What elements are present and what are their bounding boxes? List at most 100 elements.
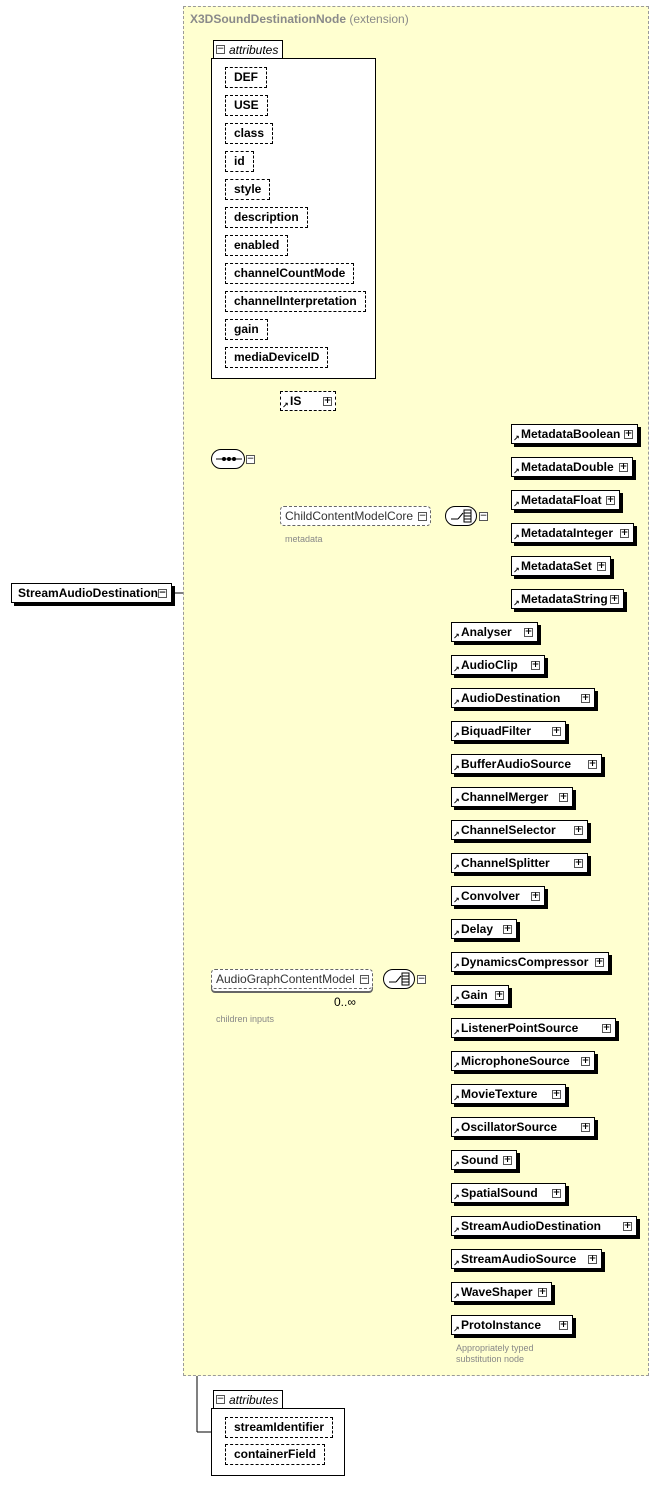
- audio-graph-cardinality: 0..∞: [334, 995, 356, 1009]
- reference-arrow-icon: ↗: [453, 1028, 460, 1037]
- expand-plus-icon[interactable]: +: [559, 791, 568, 802]
- attribute-def[interactable]: DEF: [225, 67, 267, 88]
- element-channel-splitter[interactable]: ↗ChannelSplitter+: [451, 853, 588, 873]
- element-channel-merger[interactable]: ↗ChannelMerger+: [451, 787, 573, 807]
- element-metadata-float[interactable]: ↗MetadataFloat+: [511, 490, 620, 510]
- attribute-description[interactable]: description: [225, 207, 308, 228]
- element-metadata-set[interactable]: ↗MetadataSet+: [511, 556, 611, 576]
- expand-plus-icon[interactable]: +: [574, 824, 583, 835]
- attribute-style[interactable]: style: [225, 179, 271, 200]
- expand-plus-icon[interactable]: +: [623, 1220, 632, 1231]
- choice-switch-icon: [389, 972, 410, 986]
- choice-compositor-icon[interactable]: [383, 969, 415, 989]
- element-audio-clip[interactable]: ↗AudioClip+: [451, 655, 545, 675]
- reference-arrow-icon: ↗: [453, 1160, 460, 1169]
- is-element[interactable]: IS + ↗: [280, 391, 336, 411]
- expand-plus-icon[interactable]: +: [619, 461, 628, 472]
- expand-plus-icon[interactable]: +: [503, 1154, 512, 1165]
- child-core-note: metadata: [285, 534, 323, 544]
- element-stream-audio-source[interactable]: ↗StreamAudioSource+: [451, 1249, 602, 1269]
- element-channel-selector[interactable]: ↗ChannelSelector+: [451, 820, 588, 840]
- element-label: MetadataSet: [521, 559, 592, 573]
- root-element-stream-audio-destination[interactable]: StreamAudioDestination −: [11, 583, 172, 603]
- element-spatial-sound[interactable]: ↗SpatialSound+: [451, 1183, 566, 1203]
- element-wave-shaper[interactable]: ↗WaveShaper+: [451, 1282, 552, 1302]
- element-microphone-source[interactable]: ↗MicrophoneSource+: [451, 1051, 595, 1071]
- expand-plus-icon[interactable]: +: [559, 1319, 568, 1330]
- expand-plus-icon[interactable]: +: [538, 1286, 547, 1297]
- sequence-compositor-icon[interactable]: [211, 449, 245, 469]
- element-listener-point-source[interactable]: ↗ListenerPointSource+: [451, 1018, 616, 1038]
- collapse-minus-icon[interactable]: −: [479, 511, 488, 521]
- attribute-gain[interactable]: gain: [225, 319, 268, 340]
- element-label: StreamAudioDestination: [461, 1219, 602, 1233]
- reference-arrow-icon: ↗: [453, 1259, 460, 1268]
- element-audio-destination[interactable]: ↗AudioDestination+: [451, 688, 595, 708]
- attribute-channel-interpretation[interactable]: channelInterpretation: [225, 291, 366, 312]
- element-buffer-audio-source[interactable]: ↗BufferAudioSource+: [451, 754, 602, 774]
- element-proto-instance[interactable]: ↗ProtoInstance+: [451, 1315, 573, 1335]
- expand-plus-icon[interactable]: +: [552, 1187, 561, 1198]
- reference-arrow-icon: ↗: [513, 599, 520, 608]
- expand-plus-icon[interactable]: +: [597, 560, 606, 571]
- expand-plus-icon[interactable]: +: [581, 1055, 590, 1066]
- expand-plus-icon[interactable]: +: [624, 428, 633, 439]
- element-metadata-double[interactable]: ↗MetadataDouble+: [511, 457, 633, 477]
- expand-plus-icon[interactable]: +: [552, 1088, 561, 1099]
- collapse-minus-icon[interactable]: −: [216, 1394, 225, 1404]
- element-delay[interactable]: ↗Delay+: [451, 919, 517, 939]
- audio-graph-content-model-group[interactable]: AudioGraphContentModel −: [211, 969, 373, 989]
- expand-plus-icon[interactable]: +: [531, 890, 540, 901]
- expand-plus-icon[interactable]: +: [503, 923, 512, 934]
- expand-plus-icon[interactable]: +: [606, 494, 615, 505]
- attribute-use[interactable]: USE: [225, 95, 268, 116]
- attribute-class[interactable]: class: [225, 123, 274, 144]
- expand-plus-icon[interactable]: +: [581, 692, 590, 703]
- element-analyser[interactable]: ↗Analyser+: [451, 622, 538, 642]
- collapse-minus-icon[interactable]: −: [360, 973, 369, 984]
- element-oscillator-source[interactable]: ↗OscillatorSource+: [451, 1117, 595, 1137]
- child-content-model-core-group[interactable]: ChildContentModelCore −: [280, 506, 431, 526]
- expand-plus-icon[interactable]: +: [610, 593, 619, 604]
- element-label: AudioDestination: [461, 691, 561, 705]
- expand-plus-icon[interactable]: +: [581, 1121, 590, 1132]
- attribute-id[interactable]: id: [225, 151, 254, 172]
- expand-plus-icon[interactable]: +: [495, 989, 504, 1000]
- expand-plus-icon[interactable]: +: [588, 758, 597, 769]
- expand-plus-icon[interactable]: +: [588, 1253, 597, 1264]
- element-metadata-boolean[interactable]: ↗MetadataBoolean+: [511, 424, 638, 444]
- collapse-minus-icon[interactable]: −: [158, 587, 168, 598]
- attributes-header-bottom[interactable]: − attributes: [213, 1390, 284, 1408]
- element-convolver[interactable]: ↗Convolver+: [451, 886, 545, 906]
- collapse-minus-icon[interactable]: −: [418, 510, 427, 521]
- expand-plus-icon[interactable]: +: [574, 857, 583, 868]
- element-dynamics-compressor[interactable]: ↗DynamicsCompressor+: [451, 952, 609, 972]
- attributes-label: attributes: [229, 1392, 279, 1407]
- attribute-channel-count-mode[interactable]: channelCountMode: [225, 263, 355, 284]
- element-label: Gain: [461, 988, 488, 1002]
- attribute-container-field[interactable]: containerField: [225, 1444, 326, 1465]
- attribute-enabled[interactable]: enabled: [225, 235, 289, 256]
- element-stream-audio-destination[interactable]: ↗StreamAudioDestination+: [451, 1216, 637, 1236]
- expand-plus-icon[interactable]: +: [595, 956, 604, 967]
- element-metadata-string[interactable]: ↗MetadataString+: [511, 589, 624, 609]
- element-label: WaveShaper: [461, 1285, 533, 1299]
- expand-plus-icon[interactable]: +: [524, 626, 533, 637]
- element-biquad-filter[interactable]: ↗BiquadFilter+: [451, 721, 566, 741]
- collapse-minus-icon[interactable]: −: [246, 454, 255, 464]
- element-gain[interactable]: ↗Gain+: [451, 985, 509, 1005]
- collapse-minus-icon[interactable]: −: [417, 974, 426, 984]
- attribute-stream-identifier[interactable]: streamIdentifier: [225, 1417, 334, 1438]
- choice-compositor-icon[interactable]: [445, 506, 477, 526]
- element-metadata-integer[interactable]: ↗MetadataInteger+: [511, 523, 634, 543]
- element-movie-texture[interactable]: ↗MovieTexture+: [451, 1084, 566, 1104]
- attribute-media-device-id[interactable]: mediaDeviceID: [225, 347, 329, 368]
- expand-plus-icon[interactable]: +: [323, 395, 332, 406]
- expand-plus-icon[interactable]: +: [552, 725, 561, 736]
- attributes-header-top[interactable]: − attributes: [213, 40, 284, 58]
- expand-plus-icon[interactable]: +: [620, 527, 629, 538]
- expand-plus-icon[interactable]: +: [531, 659, 540, 670]
- element-sound[interactable]: ↗Sound+: [451, 1150, 517, 1170]
- expand-plus-icon[interactable]: +: [602, 1022, 611, 1033]
- collapse-minus-icon[interactable]: −: [216, 44, 225, 54]
